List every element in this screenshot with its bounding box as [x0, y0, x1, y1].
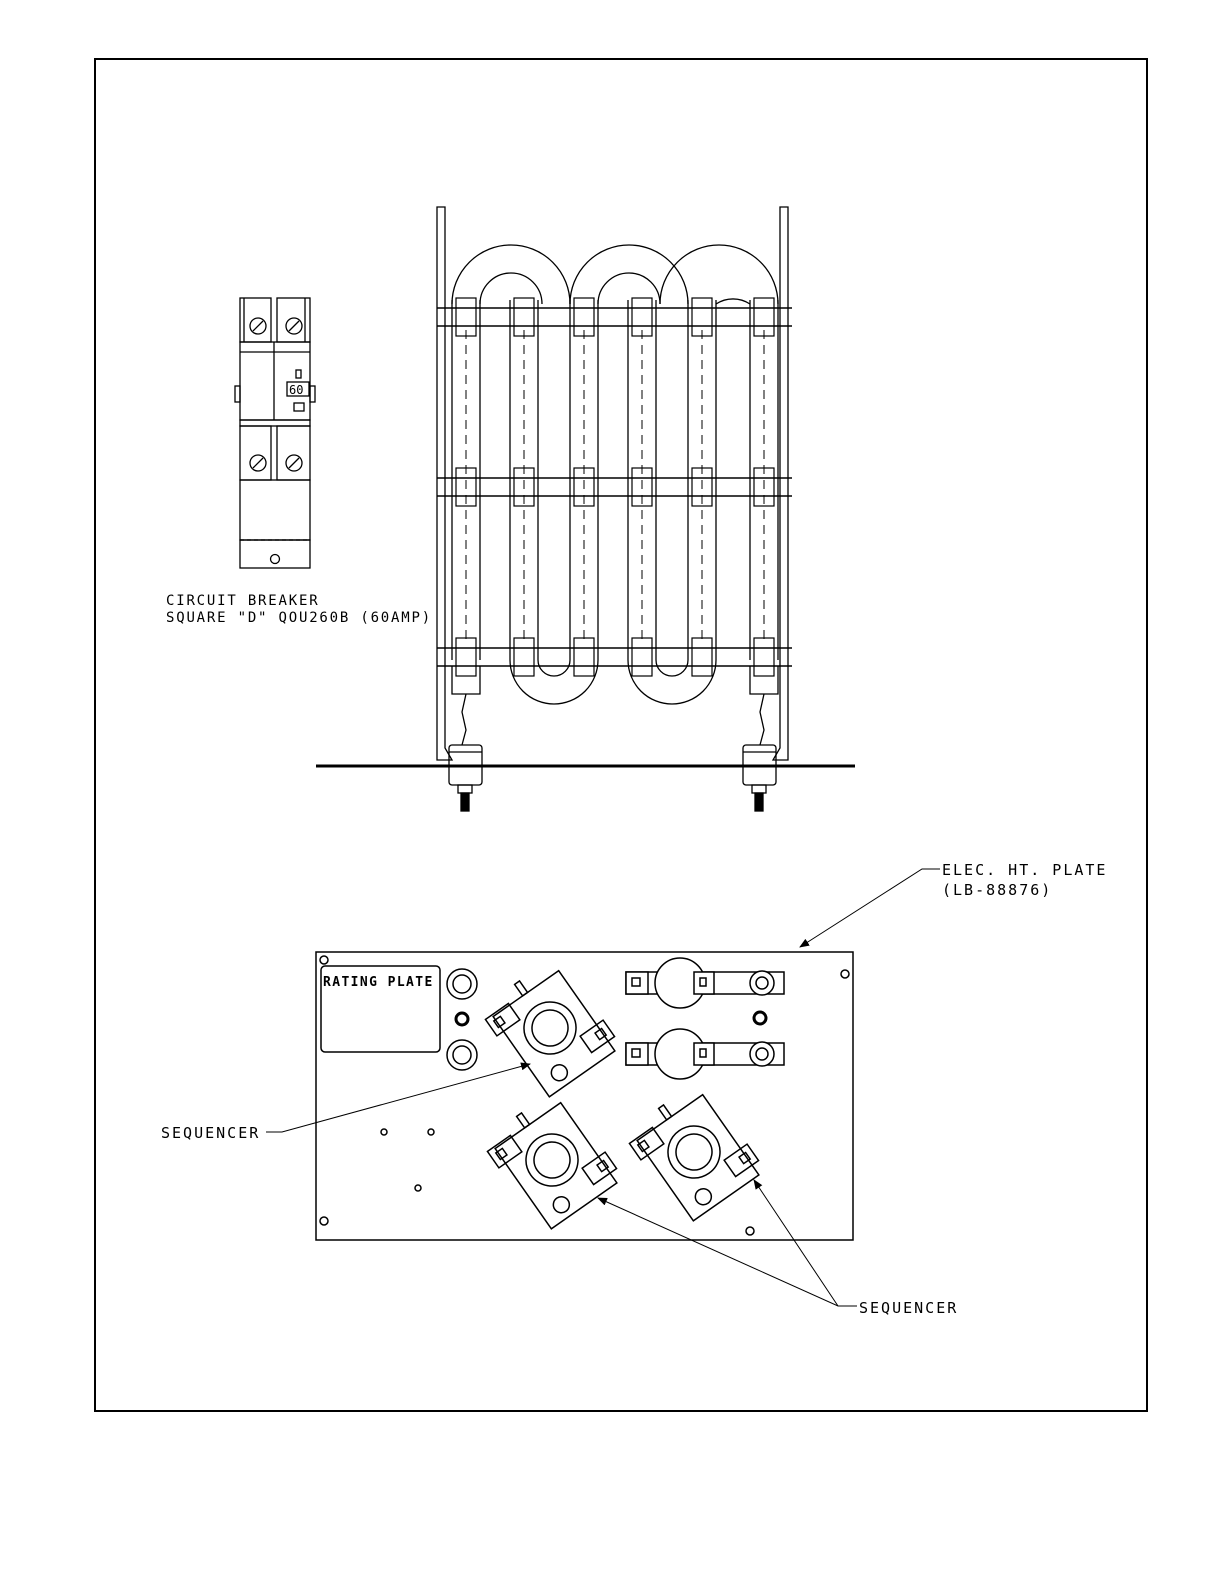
sequencer-label-right: SEQUENCER — [859, 1299, 958, 1317]
sequencer-1 — [479, 955, 622, 1102]
sequencer-2 — [481, 1087, 624, 1234]
plate-label-line2: (LB-88876) — [942, 881, 1052, 899]
sequencer-3 — [623, 1079, 766, 1226]
breaker-rating: 60 — [289, 383, 303, 397]
breaker-label-line1: CIRCUIT BREAKER — [166, 593, 319, 609]
rating-plate-label: RATING PLATE — [323, 975, 434, 990]
heating-element — [316, 207, 855, 811]
limit-switch-bottom — [626, 1029, 784, 1079]
elec-heat-plate — [316, 952, 853, 1240]
breaker-label-line2: SQUARE "D" QOU260B (60AMP) — [166, 610, 432, 626]
plate-label-line1: ELEC. HT. PLATE — [942, 861, 1107, 879]
limit-switch-top — [626, 958, 784, 1024]
circuit-breaker: 60 — [235, 298, 315, 568]
sequencer-label-left: SEQUENCER — [161, 1124, 260, 1142]
